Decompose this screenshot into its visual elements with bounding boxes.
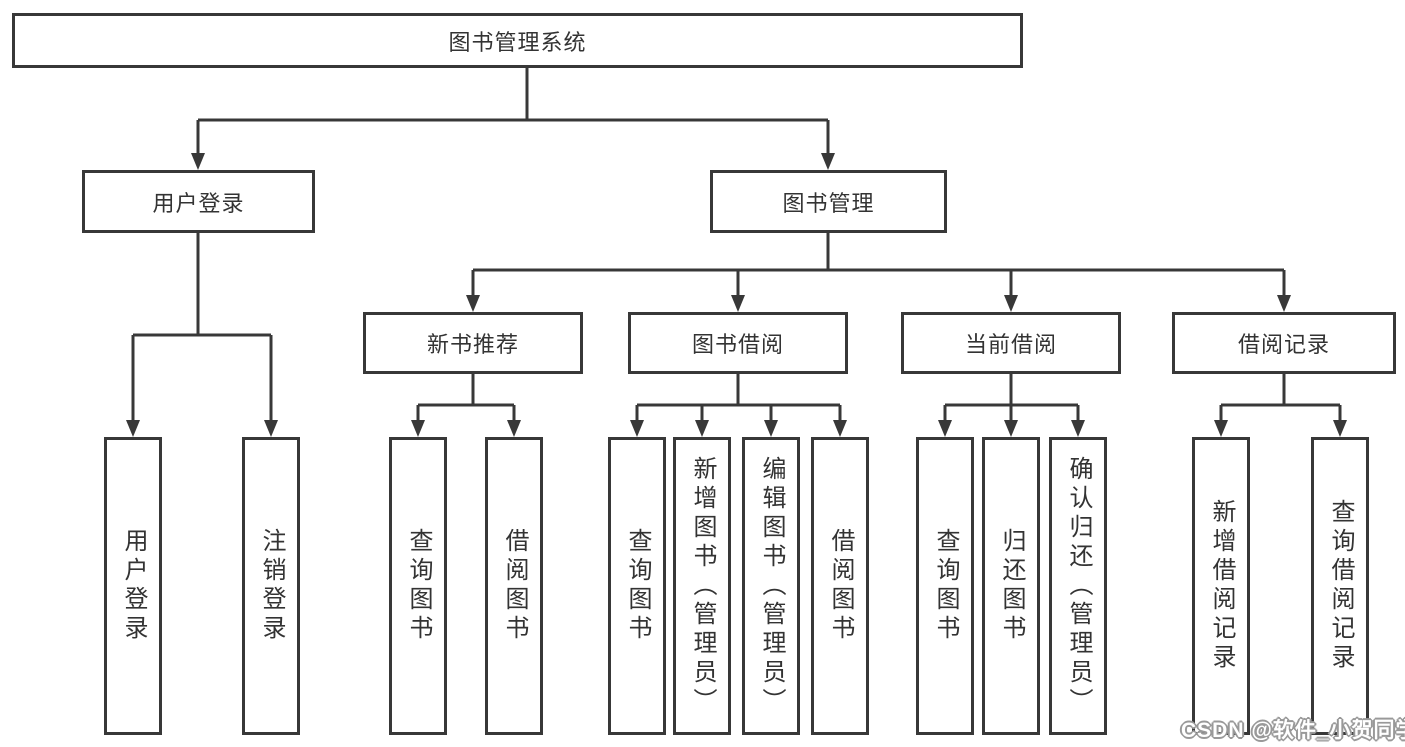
leaf-add-books-admin: 新增图书（管理员） — [673, 437, 731, 735]
node-label: 新增图书（管理员） — [689, 455, 716, 717]
leaf-query-borrow-record: 查询借阅记录 — [1311, 437, 1369, 735]
leaf-logout: 注销登录 — [242, 437, 300, 735]
node-label: 确认归还（管理员） — [1065, 455, 1092, 717]
node-label: 新书推荐 — [426, 332, 519, 357]
node-label: 归还图书 — [998, 528, 1025, 644]
node-root-system: 图书管理系统 — [12, 13, 1023, 68]
node-label: 借阅图书 — [501, 528, 528, 644]
node-label: 查询图书 — [932, 528, 959, 644]
node-label: 编辑图书（管理员） — [758, 455, 785, 717]
node-new-book-recommend: 新书推荐 — [363, 312, 583, 374]
node-label: 借阅记录 — [1237, 332, 1330, 357]
node-label: 用户登录 — [152, 190, 245, 216]
leaf-query-books-borrow: 查询图书 — [608, 437, 666, 735]
node-label: 新增借阅记录 — [1208, 499, 1235, 673]
arrowhead-icons — [126, 153, 1347, 437]
node-label: 图书管理系统 — [448, 29, 587, 55]
node-label: 查询图书 — [624, 528, 651, 644]
node-label: 查询借阅记录 — [1327, 499, 1354, 673]
leaf-query-books-recommend: 查询图书 — [389, 437, 447, 735]
node-user-login: 用户登录 — [82, 170, 315, 233]
node-label: 图书管理 — [782, 190, 875, 216]
node-label: 查询图书 — [405, 528, 432, 644]
leaf-borrow-books-borrow: 借阅图书 — [811, 437, 869, 735]
csdn-watermark: CSDN @软件_小贺同学 — [1181, 719, 1405, 742]
leaf-query-books-current: 查询图书 — [916, 437, 974, 735]
node-borrow-records: 借阅记录 — [1172, 312, 1396, 374]
leaf-confirm-return-admin: 确认归还（管理员） — [1049, 437, 1107, 735]
node-current-borrow: 当前借阅 — [901, 312, 1121, 374]
node-label: 注销登录 — [258, 528, 285, 644]
leaf-user-login: 用户登录 — [104, 437, 162, 735]
node-label: 借阅图书 — [827, 528, 854, 644]
leaf-borrow-books-recommend: 借阅图书 — [485, 437, 543, 735]
node-label: 当前借阅 — [964, 332, 1057, 357]
node-label: 图书借阅 — [691, 332, 784, 357]
node-label: 用户登录 — [120, 528, 147, 644]
leaf-add-borrow-record: 新增借阅记录 — [1192, 437, 1250, 735]
node-book-borrow: 图书借阅 — [628, 312, 848, 374]
leaf-return-books: 归还图书 — [982, 437, 1040, 735]
leaf-edit-books-admin: 编辑图书（管理员） — [742, 437, 800, 735]
node-book-management: 图书管理 — [710, 170, 947, 233]
